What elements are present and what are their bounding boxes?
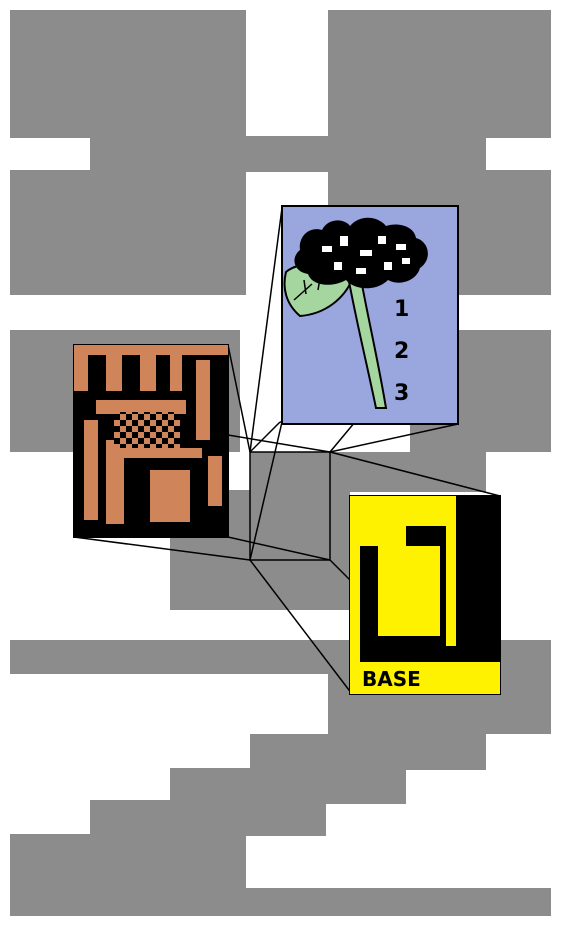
base-label: BASE: [362, 667, 421, 691]
